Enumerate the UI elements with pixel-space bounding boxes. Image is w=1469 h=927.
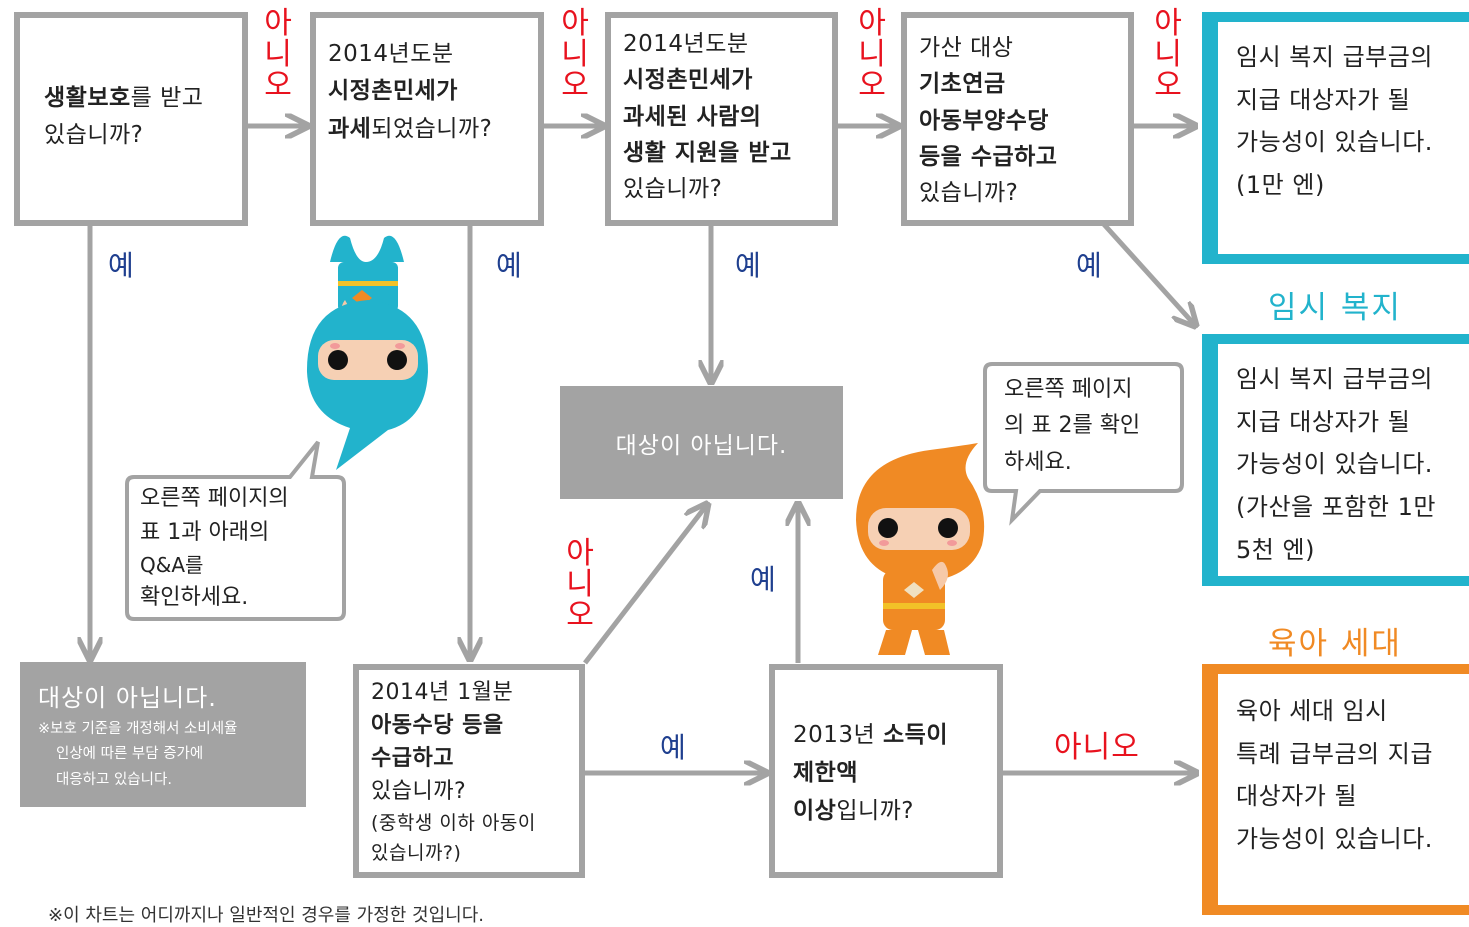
result-line: 임시 복지 급부금의 bbox=[1236, 365, 1433, 393]
no-label: 아니오 bbox=[1054, 730, 1140, 765]
speech-bubble-left-text: 오른쪽 페이지의 표 1과 아래의 Q&A를 확인하세요. bbox=[140, 486, 289, 611]
not-target-box: 대상이 아닙니다. bbox=[560, 386, 843, 499]
arrow-q4-yes bbox=[1098, 218, 1194, 324]
result-line: 가능성이 있습니다. bbox=[1236, 825, 1433, 854]
yes-label: 예 bbox=[750, 563, 777, 596]
question-line: 있습니까? bbox=[919, 180, 1019, 207]
result-line: 가능성이 있습니다. bbox=[1236, 450, 1433, 479]
speech-bubble-right-text: 오른쪽 페이지 의 표 2를 확인 하세요. bbox=[1004, 377, 1141, 475]
not-target-title: 대상이 아닙니다. bbox=[38, 684, 217, 712]
question-line: 이상입니까? bbox=[793, 798, 915, 825]
not-target-note: 인상에 따른 부담 증가에 bbox=[56, 746, 204, 763]
question-line: 등을 수급하고 bbox=[919, 143, 1058, 170]
arrow-q5-no bbox=[583, 506, 706, 665]
yes-label: 예 bbox=[1076, 249, 1103, 282]
result-line: 5천 엔) bbox=[1236, 535, 1315, 564]
question-child-allowance-box: 2014년 1월분 아동수당 등을 수급하고 있습니까? (중학생 이하 아동이… bbox=[353, 664, 585, 878]
result-amount: (1만 엔) bbox=[1236, 171, 1325, 200]
result-line: 임시 복지 급부금의 bbox=[1236, 43, 1433, 71]
result-line: 지급 대상자가 될 bbox=[1236, 407, 1411, 436]
not-target-left-box: 대상이 아닙니다. ※보호 기준을 개정해서 소비세율 인상에 따른 부담 증가… bbox=[20, 662, 306, 807]
not-target-note: ※보호 기준을 개정해서 소비세율 bbox=[38, 721, 238, 737]
question-line: 제한액 bbox=[793, 760, 858, 787]
result-line: 육아 세대 임시 bbox=[1236, 697, 1388, 725]
result-welfare-addon-box: 임시 복지 급부금의 지급 대상자가 될 가능성이 있습니다. (가산을 포함한… bbox=[1202, 334, 1469, 586]
question-line: 2013년 소득이 bbox=[793, 722, 948, 748]
question-support-box: 2014년도분 시정촌민세가 과세된 사람의 생활 지원을 받고 있습니까? bbox=[605, 12, 838, 226]
question-line: 있습니까? bbox=[371, 779, 467, 804]
question-subline: (중학생 이하 아동이 bbox=[371, 812, 536, 834]
question-line: 있습니까? bbox=[44, 122, 144, 149]
yes-label: 예 bbox=[735, 249, 762, 282]
question-line: 있습니까? bbox=[623, 176, 723, 203]
result-line: 대상자가 될 bbox=[1236, 782, 1358, 811]
question-line: 2014년도분 bbox=[623, 31, 749, 57]
result-line: 특례 급부금의 지급 bbox=[1236, 739, 1433, 768]
question-line: 과세된 사람의 bbox=[623, 103, 762, 130]
question-line: 아동수당 등을 bbox=[371, 713, 504, 738]
speech-bubble-right bbox=[983, 362, 1184, 526]
question-line: 시정촌민세가 bbox=[328, 78, 458, 105]
question-line: 아동부양수당 bbox=[919, 107, 1049, 134]
question-pension-box: 가산 대상 기초연금 아동부양수당 등을 수급하고 있습니까? bbox=[901, 12, 1134, 226]
result-welfare-box: 임시 복지 급부금의 지급 대상자가 될 가능성이 있습니다. (1만 엔) bbox=[1202, 12, 1469, 264]
not-target-note: 대응하고 있습니다. bbox=[56, 771, 172, 788]
question-subline: 있습니까?) bbox=[371, 842, 462, 865]
result-line: 지급 대상자가 될 bbox=[1236, 85, 1411, 114]
question-welfare-box: 생활보호를 받고 있습니까? bbox=[14, 12, 248, 226]
question-line: 생활 지원을 받고 bbox=[623, 139, 792, 166]
question-line: 수급하고 bbox=[371, 746, 454, 771]
yes-label: 예 bbox=[496, 249, 523, 282]
ninja-teal-illustration bbox=[306, 235, 428, 470]
question-line: 2014년도분 bbox=[328, 41, 454, 67]
question-tax-box: 2014년도분 시정촌민세가 과세되었습니까? bbox=[310, 12, 544, 226]
footnote: ※이 차트는 어디까지나 일반적인 경우를 가정한 것입니다. bbox=[48, 905, 485, 926]
result-line: 가능성이 있습니다. bbox=[1236, 128, 1433, 157]
question-line: 2014년 1월분 bbox=[371, 680, 514, 705]
result-child-box: 육아 세대 임시 특례 급부금의 지급 대상자가 될 가능성이 있습니다. bbox=[1202, 664, 1469, 915]
question-line: 과세되었습니까? bbox=[328, 115, 493, 142]
question-line: 가산 대상 bbox=[919, 35, 1014, 61]
yes-label: 예 bbox=[660, 731, 687, 764]
question-line: 생활보호를 받고 bbox=[44, 85, 204, 111]
result-line: (가산을 포함한 1만 bbox=[1236, 493, 1436, 522]
section-label-child: 육아 세대 bbox=[1268, 626, 1402, 662]
ninja-orange-illustration bbox=[856, 443, 985, 655]
question-income-box: 2013년 소득이 제한액 이상입니까? bbox=[769, 664, 1003, 878]
question-line: 기초연금 bbox=[919, 71, 1006, 98]
section-label-welfare: 임시 복지 bbox=[1268, 290, 1402, 326]
question-line: 시정촌민세가 bbox=[623, 67, 753, 94]
yes-label: 예 bbox=[108, 249, 135, 282]
speech-bubble-left bbox=[125, 440, 346, 621]
